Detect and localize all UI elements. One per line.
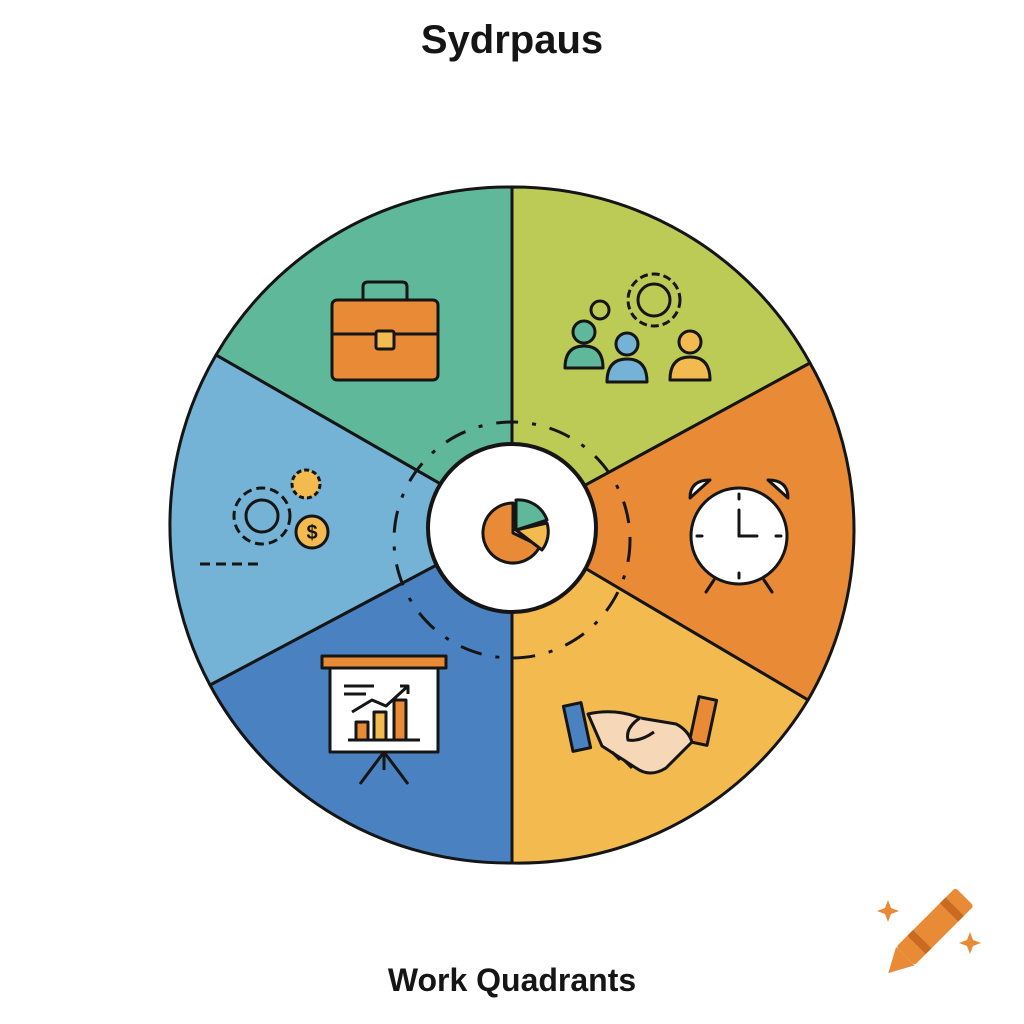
crayon-icon <box>877 888 981 974</box>
alarm-clock-icon <box>688 478 790 594</box>
segment-yellow <box>510 523 810 865</box>
briefcase-icon <box>330 280 440 382</box>
team-gears-icon <box>563 272 712 384</box>
wheel-segments <box>168 185 856 865</box>
diagram-title: Sydrpaus <box>420 18 604 62</box>
segment-lime <box>510 185 812 527</box>
pie-chart-icon <box>481 498 550 565</box>
segment-orange <box>510 361 856 702</box>
segment-light-blue <box>168 353 514 687</box>
dashed-ring <box>392 420 632 660</box>
svg-text:$: $ <box>306 522 317 544</box>
gears-dollar-icon: $ <box>200 468 330 566</box>
presentation-chart-icon <box>320 654 448 785</box>
handshake-icon <box>561 695 719 775</box>
diagram-caption: Work Quadrants <box>387 962 637 998</box>
